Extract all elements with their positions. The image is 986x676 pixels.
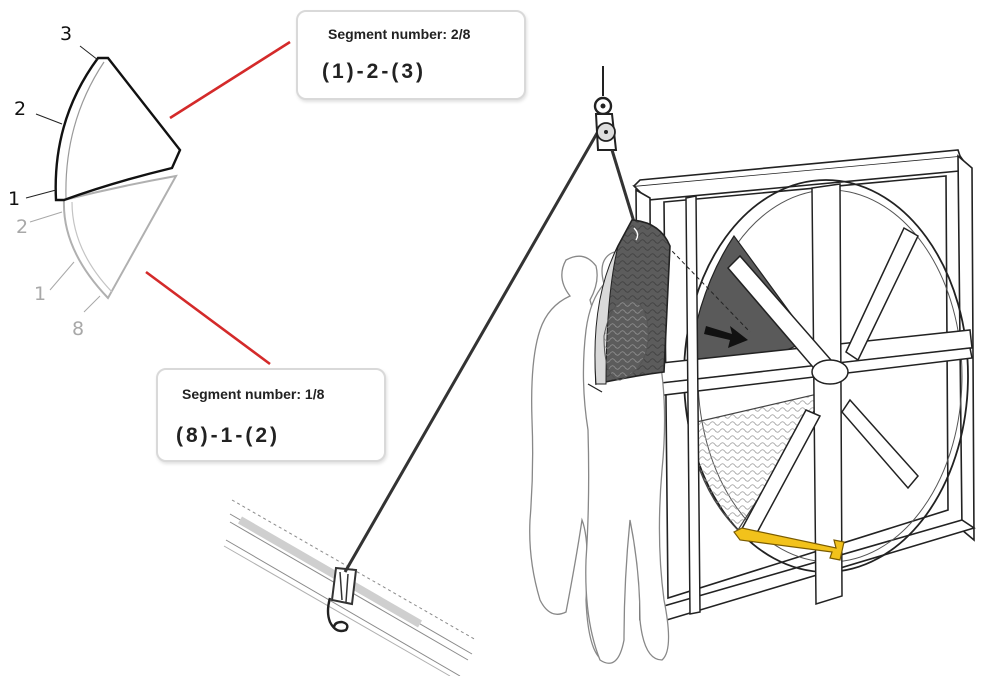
edge-number-2-grey: 2 — [16, 218, 28, 237]
carried-segment — [588, 220, 670, 392]
target-segment-position — [688, 236, 810, 368]
edge-number-1-grey: 1 — [34, 285, 46, 304]
segment-diagram — [26, 46, 180, 312]
segment-1-sequence: (8)-1-(2) — [176, 424, 280, 448]
callout-line-segment-1 — [146, 272, 270, 364]
edge-number-2: 2 — [14, 100, 26, 119]
segment-2-callout: Segment number: 2/8 (1)-2-(3) — [296, 10, 526, 100]
callout-line-segment-2 — [170, 42, 290, 118]
segment-2-title: Segment number: 2/8 — [328, 26, 470, 42]
segment-1-callout: Segment number: 1/8 (8)-1-(2) — [156, 368, 386, 462]
segment-1-title: Segment number: 1/8 — [182, 386, 324, 402]
edge-number-8-grey: 8 — [72, 320, 84, 339]
segment-2-sequence: (1)-2-(3) — [322, 60, 426, 84]
pulley-block — [595, 98, 616, 150]
edge-number-3: 3 — [60, 25, 72, 44]
edge-number-1: 1 — [8, 190, 20, 209]
